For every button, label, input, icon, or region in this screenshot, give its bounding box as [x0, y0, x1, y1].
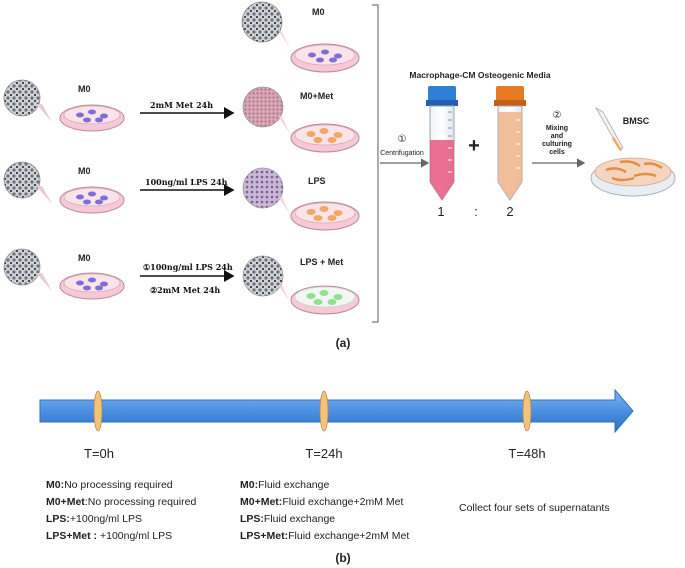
osteogenic-media-tube [494, 86, 526, 201]
timeline-marker [93, 390, 103, 432]
timepoint-note: LPS:Fluid exchange [240, 513, 335, 525]
panel-b-caption: (b) [335, 551, 350, 565]
timeline-marker [319, 390, 329, 432]
start-label: M0 [78, 253, 91, 263]
step2-line: cells [549, 149, 565, 156]
treatment-label-1: ①100ng/ml LPS 24h [143, 262, 233, 272]
treatment-label: 100ng/ml LPS 24h [145, 177, 228, 187]
zoom-wedge [278, 285, 290, 302]
timeline-arrow [39, 388, 634, 434]
petri-dish-icon [290, 123, 360, 153]
tube-cap-blue [428, 86, 456, 102]
timepoint-note: LPS:+100ng/ml LPS [46, 513, 142, 525]
zoom-wedge [36, 104, 52, 122]
petri-dish-icon [290, 201, 360, 231]
cell-micrograph-icon [242, 167, 284, 209]
petri-dish-icon [59, 104, 125, 132]
petri-dish-icon [59, 272, 125, 300]
zoom-wedge [36, 186, 52, 204]
panel-b: T=0h T=24h T=48h M0:No processing requir… [39, 388, 634, 565]
start-label: M0 [78, 84, 91, 94]
petri-dish-icon [290, 285, 360, 315]
bmsc-label: BMSC [623, 116, 650, 126]
timepoint-note: M0+Met:No processing required [46, 496, 196, 508]
panel-a-caption: (a) [336, 336, 351, 350]
timepoint-note: M0+Met:Fluid exchange+2mM Met [240, 496, 403, 508]
ratio-separator: : [474, 204, 478, 219]
cell-micrograph-icon [3, 79, 41, 117]
row-m0-result: M0 [241, 1, 360, 73]
tube-fill-pink [430, 140, 454, 200]
cell-micrograph-icon [3, 161, 41, 199]
row-lps: M0 100ng/ml LPS 24h LPS [3, 161, 360, 231]
petri-dish-icon [59, 186, 125, 214]
tube-2-label: 2 [506, 204, 513, 219]
group-bracket [372, 4, 379, 323]
timepoint-note: Collect four sets of supernatants [459, 502, 610, 514]
media-title: Macrophage-CM Osteogenic Media [409, 70, 550, 80]
zoom-wedge [278, 30, 290, 48]
step2-marker: ② [553, 110, 562, 121]
step2-line: culturing [542, 141, 572, 148]
timepoint-label: T=48h [508, 446, 545, 461]
cell-micrograph-icon [3, 248, 41, 286]
zoom-wedge [278, 197, 290, 214]
step1-marker: ① [398, 134, 407, 145]
tube-fill-tan [498, 112, 522, 200]
pipette-icon [594, 106, 624, 151]
bmsc-culture-dish [590, 157, 676, 197]
timepoint-note: M0:No processing required [46, 479, 173, 491]
timepoint-label: T=24h [305, 446, 342, 461]
treatment-label-2: ②2mM Met 24h [150, 285, 220, 295]
treatment-label: 2mM Met 24h [150, 100, 213, 110]
cell-micrograph-icon [242, 86, 284, 128]
zoom-wedge [36, 273, 52, 291]
step1-label: Centrifugation [380, 150, 424, 157]
result-label: LPS [308, 176, 326, 186]
result-label: LPS + Met [300, 257, 343, 267]
cell-micrograph-icon [241, 1, 283, 43]
zoom-wedge [278, 116, 290, 134]
timepoint-label: T=0h [84, 446, 114, 461]
petri-dish-icon [290, 43, 360, 73]
row-m0-met: M0 2mM Met 24h M0+Met [3, 79, 360, 153]
result-label: M0 [312, 7, 325, 17]
panel-a: M0 M0 2mM Met 24h M0+Met [3, 1, 676, 350]
cell-micrograph-icon [242, 255, 284, 297]
timepoint-note: LPS+Met : +100ng/ml LPS [46, 530, 172, 542]
plus-sign: + [468, 135, 480, 157]
timepoint-note: M0:Fluid exchange [240, 479, 329, 491]
row-lps-met: M0 ①100ng/ml LPS 24h ②2mM Met 24h LPS + … [3, 248, 360, 315]
tube-1-label: 1 [437, 204, 444, 219]
timepoint-note: LPS+Met:Fluid exchange+2mM Met [240, 530, 409, 542]
tube-cap-orange [496, 86, 524, 102]
result-label: M0+Met [300, 91, 333, 101]
start-label: M0 [78, 166, 91, 176]
step2-line: and [551, 133, 563, 140]
timeline-marker [522, 390, 532, 432]
step2-line: Mixing [546, 125, 568, 132]
conditioned-media-tube [426, 86, 458, 201]
